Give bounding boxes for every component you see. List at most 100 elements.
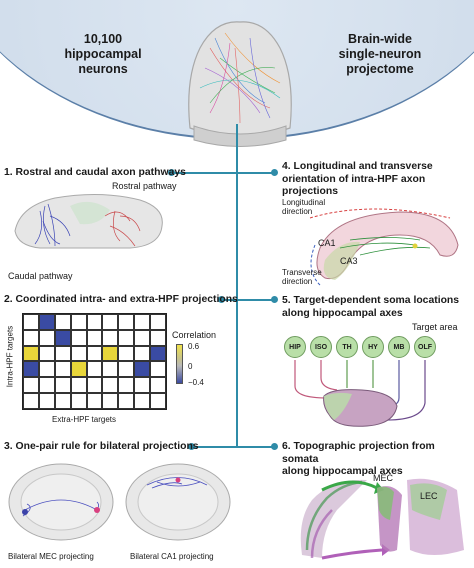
heatmap-cell	[118, 314, 135, 330]
heatmap-cell	[23, 377, 39, 394]
heatmap-cell	[118, 393, 135, 409]
bilateral-ca1-caption: Bilateral CA1 projecting	[130, 552, 214, 561]
correlation-heatmap	[22, 313, 167, 410]
heatmap-cell	[134, 361, 151, 378]
section-1-brain-illustration	[14, 193, 163, 249]
heatmap-cell	[70, 329, 87, 346]
heatmap-cell	[54, 361, 71, 378]
heatmap-cell	[150, 329, 166, 346]
connector-dot	[271, 443, 278, 450]
heatmap-cell	[54, 314, 71, 330]
heatmap-cell	[70, 361, 87, 378]
heatmap-cell	[54, 393, 71, 409]
heatmap-cell	[134, 393, 151, 409]
colorbar-tick: 0	[188, 362, 193, 371]
connector-dot	[218, 296, 225, 303]
header-left-line: neurons	[78, 62, 128, 76]
connector-dot	[271, 296, 278, 303]
caudal-pathway-label: Caudal pathway	[8, 271, 73, 281]
heatmap-cell	[86, 345, 103, 362]
heatmap-cell	[86, 377, 103, 394]
heatmap-cell	[23, 393, 39, 409]
soma-location-illustration	[294, 360, 426, 427]
longitudinal-direction-label: Longitudinal direction	[282, 198, 325, 216]
heatmap-cell	[150, 361, 166, 378]
heatmap-cell	[54, 377, 71, 394]
section-4-title-line: orientation of intra-HPF axon projection…	[282, 173, 426, 198]
rostral-pathway-label: Rostral pathway	[112, 181, 177, 191]
heatmap-cell	[150, 377, 166, 394]
heatmap-cell	[86, 361, 103, 378]
heatmap-cell	[38, 314, 55, 330]
heatmap-cell	[134, 329, 151, 346]
heatmap-cell	[86, 393, 103, 409]
bilateral-ca1-brain	[125, 463, 231, 541]
heatmap-cell	[102, 314, 119, 330]
connector-dot	[271, 169, 278, 176]
longitudinal-line: Longitudinal	[282, 198, 326, 207]
section-5-title: 5. Target-dependent soma locations along…	[282, 295, 459, 320]
connector-vertical	[236, 124, 238, 446]
transverse-line: direction	[282, 277, 313, 286]
brain-projectome-illustration	[188, 21, 292, 147]
section-4-title: 4. Longitudinal and transverse orientati…	[282, 161, 474, 199]
heatmap-cell	[102, 393, 119, 409]
transverse-direction-label: Transverse direction	[282, 268, 322, 286]
section-6-title-line: along hippocampal axes	[282, 466, 403, 477]
connector-1	[171, 172, 237, 174]
heatmap-cell	[102, 329, 119, 346]
heatmap-cell	[70, 393, 87, 409]
target-node-hy: HY	[362, 336, 384, 358]
heatmap-cell	[134, 314, 151, 330]
heatmap-cell	[150, 345, 166, 362]
heatmap-cell	[70, 377, 87, 394]
heatmap-cell	[23, 345, 39, 362]
heatmap-cell	[54, 329, 71, 346]
header-right-line: Brain-wide	[348, 32, 412, 46]
heatmap-cell	[118, 377, 135, 394]
colorbar	[176, 344, 183, 384]
heatmap-cell	[38, 377, 55, 394]
section-3-title: 3. One-pair rule for bilateral projectio…	[4, 441, 199, 452]
target-node-th: TH	[336, 336, 358, 358]
heatmap-cell	[102, 361, 119, 378]
heatmap-cell	[118, 345, 135, 362]
heatmap-cell	[70, 314, 87, 330]
connector-6	[237, 446, 274, 448]
longitudinal-line: direction	[282, 207, 313, 216]
section-2-title: 2. Coordinated intra- and extra-HPF proj…	[4, 294, 238, 305]
header-right-line: single-neuron	[338, 47, 422, 61]
bilateral-mec-brain	[8, 463, 114, 541]
hippocampus-orientation-illustration	[309, 208, 459, 286]
heatmap-cell	[102, 345, 119, 362]
header-left-line: 10,100	[83, 32, 123, 46]
lec-label: LEC	[420, 491, 438, 501]
heatmap-cell	[38, 329, 55, 346]
header-right-line: projectome	[346, 62, 414, 76]
connector-5	[237, 299, 274, 301]
heatmap-cell	[54, 345, 71, 362]
header-left-title: 10,100 hippocampal neurons	[48, 32, 158, 77]
ca1-label: CA1	[318, 238, 336, 248]
section-1-title: 1. Rostral and caudal axon pathways	[4, 167, 186, 178]
colorbar-tick: −0.4	[188, 378, 204, 387]
colorbar-title: Correlation	[172, 330, 217, 340]
colorbar-tick: 0.6	[188, 342, 200, 351]
transverse-line: Transverse	[282, 268, 322, 277]
heatmap-cell	[86, 314, 103, 330]
section-5-title-line: 5. Target-dependent soma locations	[282, 295, 460, 306]
heatmap-cell	[102, 377, 119, 394]
ca3-label: CA3	[340, 256, 358, 266]
connector-dot	[188, 443, 195, 450]
heatmap-cell	[38, 361, 55, 378]
header-right-title: Brain-wide single-neuron projectome	[320, 32, 440, 77]
section-5-title-line: along hippocampal axes	[282, 307, 403, 319]
connector-3	[191, 446, 237, 448]
heatmap-cell	[118, 329, 135, 346]
heatmap-cell	[150, 314, 166, 330]
section-6-title-line: 6. Topographic projection from somata	[282, 441, 435, 465]
section-6-title: 6. Topographic projection from somata al…	[282, 441, 474, 479]
heatmap-cell	[150, 393, 166, 409]
heatmap-cell	[23, 329, 39, 346]
